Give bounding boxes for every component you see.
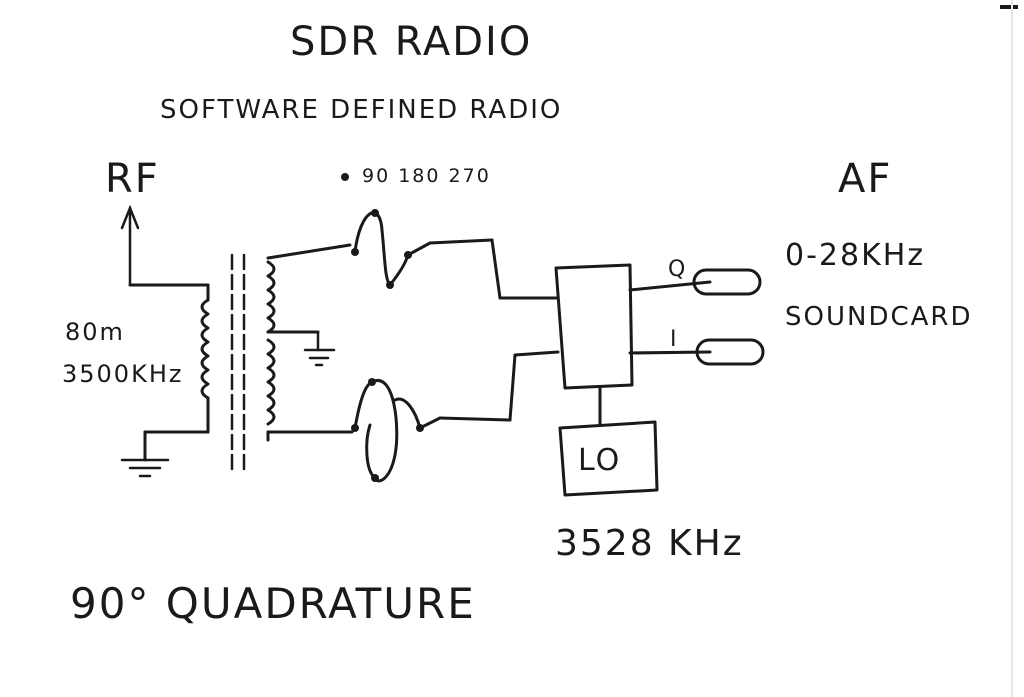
title: SDR RADIO — [290, 19, 532, 65]
upper-switch — [351, 209, 560, 300]
lo-box — [558, 420, 659, 497]
secondary-coil-upper — [266, 243, 352, 334]
q-label: Q — [668, 257, 687, 282]
i-label: I — [670, 327, 679, 352]
primary-coil — [143, 283, 210, 462]
transformer-core — [230, 253, 246, 477]
subtitle: SOFTWARE DEFINED RADIO — [160, 95, 562, 125]
phase-dot-icon — [341, 173, 349, 181]
antenna-icon — [120, 204, 210, 287]
rf-frequency-label: 3500KHz — [62, 360, 183, 388]
mixer-box — [554, 263, 634, 390]
quadrature-label: 90° QUADRATURE — [70, 579, 476, 628]
af-range-label: 0-28KHz — [785, 238, 925, 273]
lo-frequency-label: 3528 KHz — [555, 523, 744, 564]
phase-label: 90 180 270 — [362, 165, 491, 187]
q-output — [628, 268, 762, 296]
lo-label: LO — [578, 443, 621, 478]
soundcard-label: SOUNDCARD — [785, 302, 973, 332]
rf-label: RF — [105, 156, 160, 202]
i-output — [628, 338, 765, 366]
secondary-coil-lower — [266, 338, 354, 442]
lower-switch — [351, 350, 560, 483]
af-label: AF — [838, 156, 892, 202]
band-label: 80m — [65, 318, 125, 346]
ground-icon-center-tap — [303, 330, 336, 367]
ground-icon-primary — [120, 458, 170, 478]
